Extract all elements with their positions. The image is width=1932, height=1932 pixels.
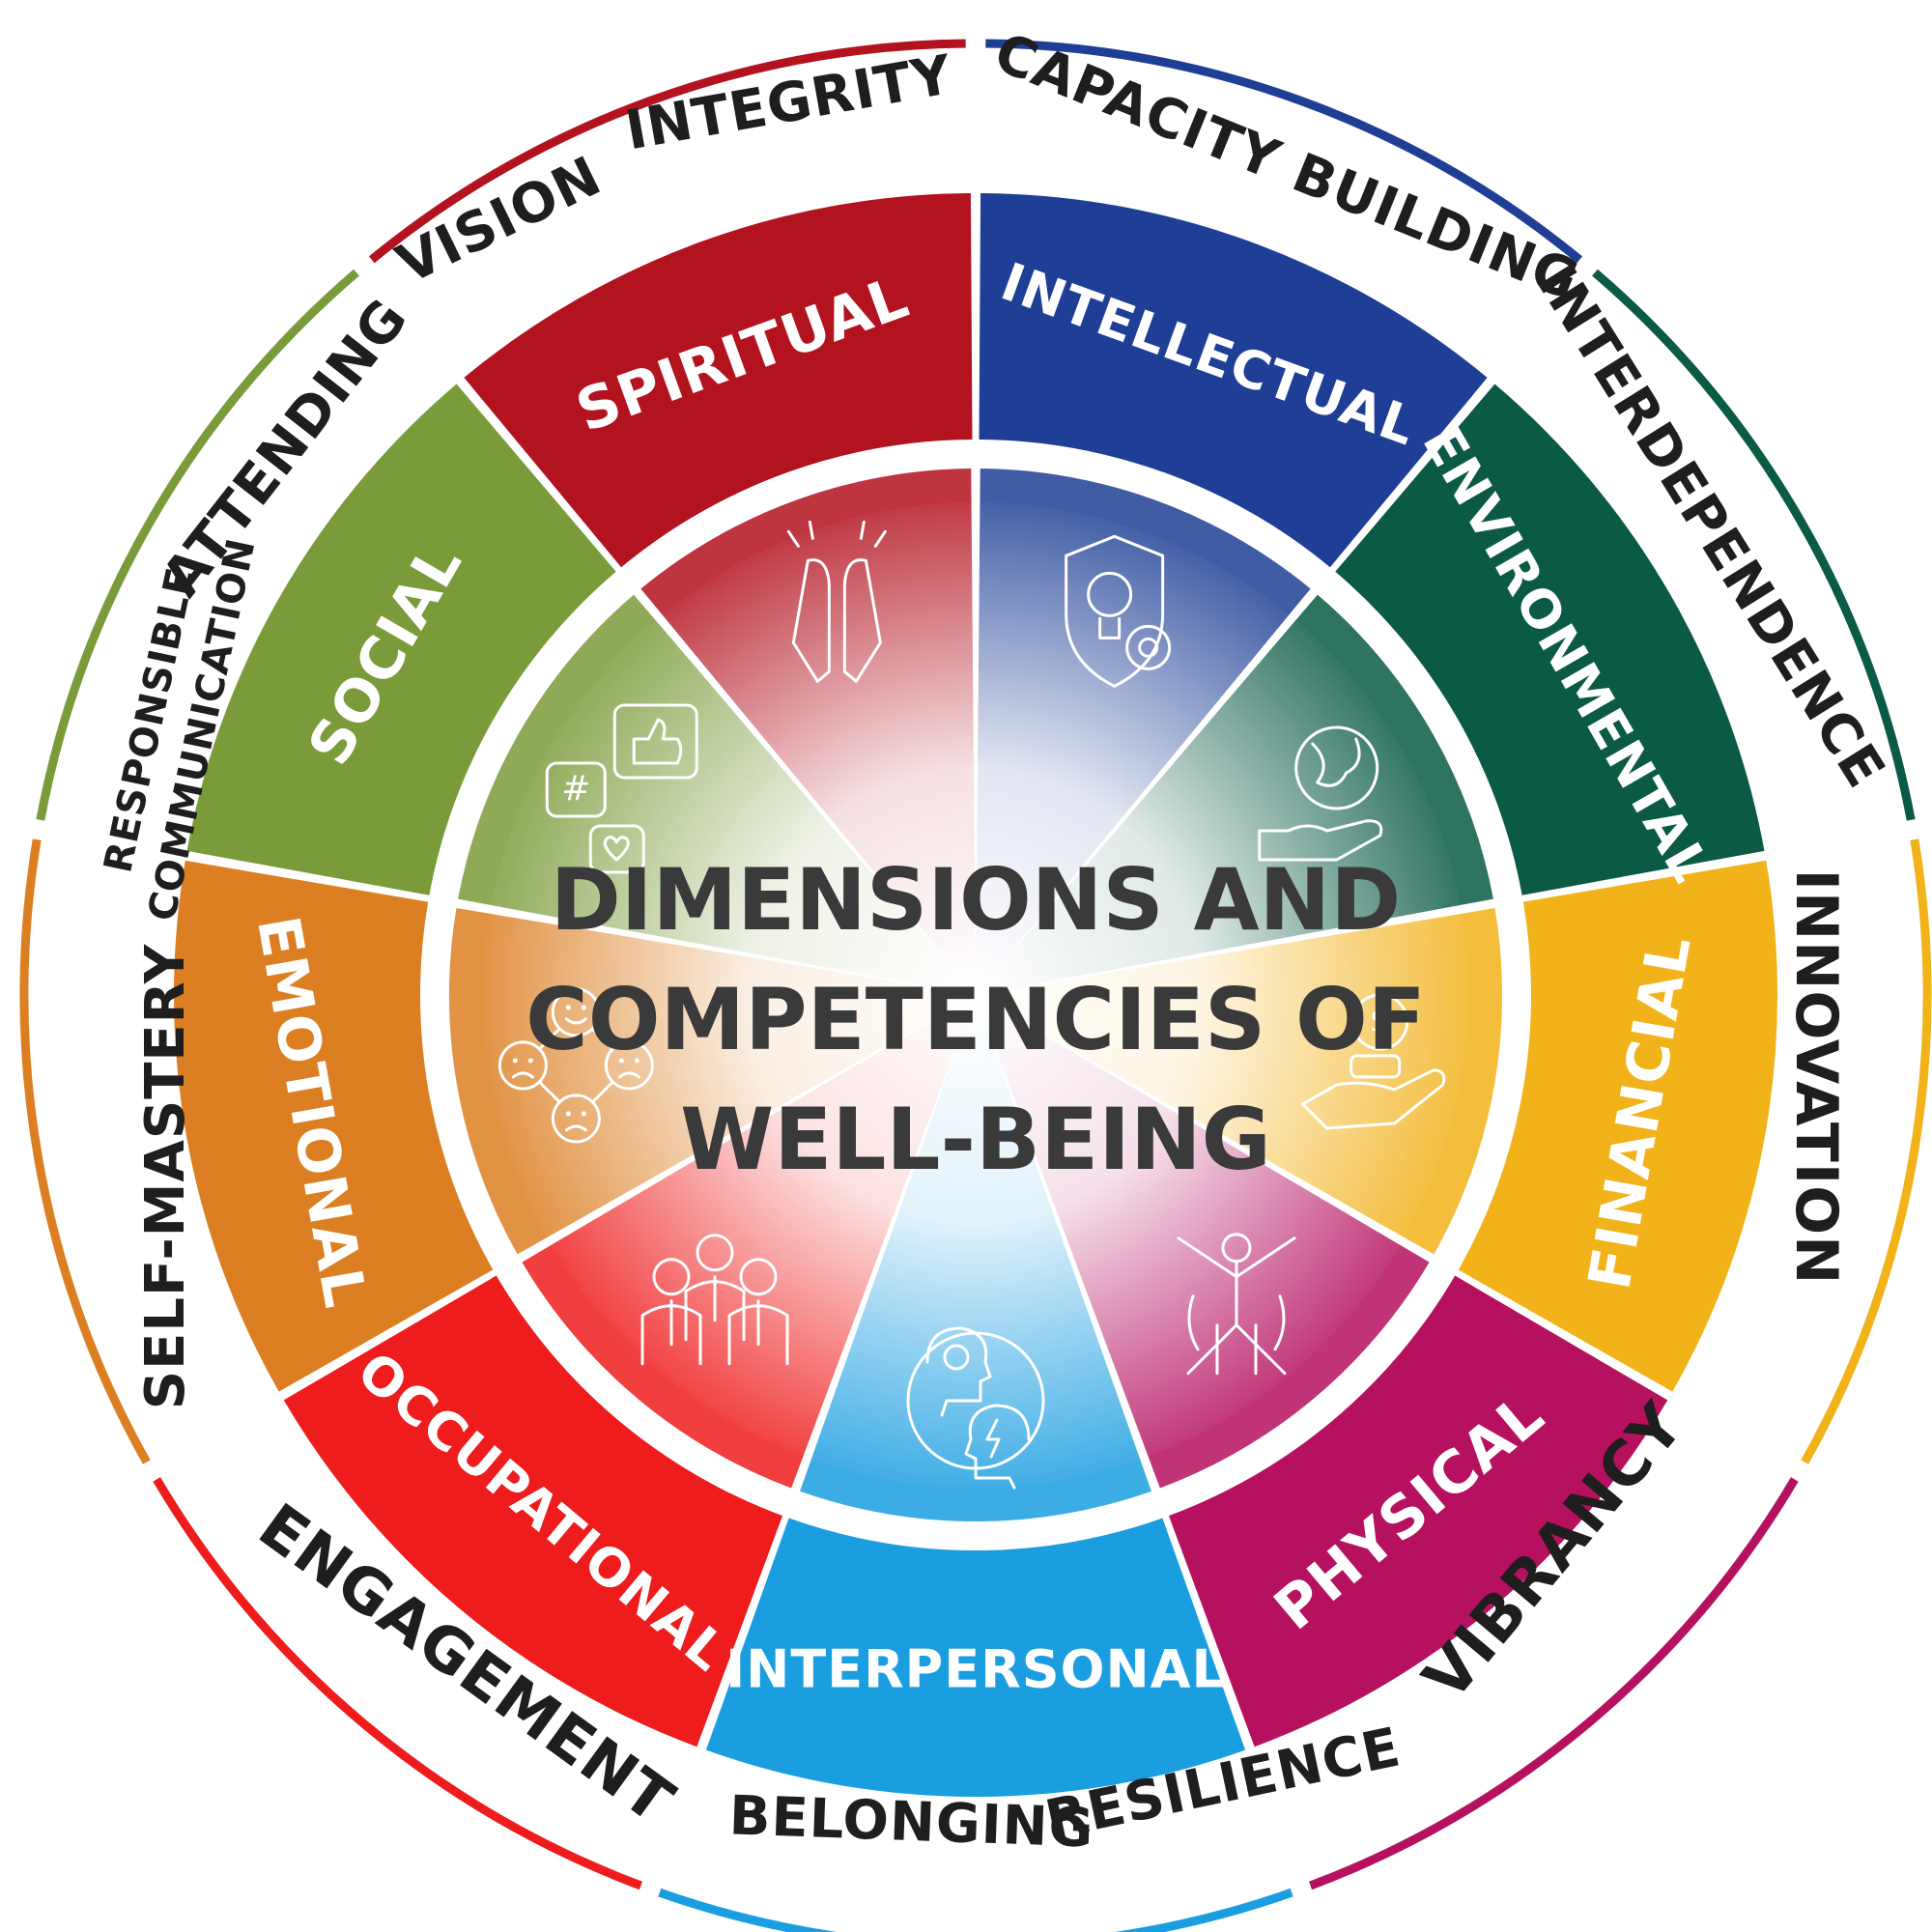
dollar-sign-glyph: $ — [1370, 1002, 1391, 1040]
eye-dot — [634, 1058, 639, 1064]
hashtag-glyph: # — [561, 769, 590, 809]
segment-emotional — [174, 860, 494, 1392]
praying-hands-icon — [786, 520, 887, 683]
outer-arc-occupational — [153, 1477, 643, 1890]
team-people-icon — [640, 1234, 789, 1366]
outer-ring-arcs — [19, 39, 1932, 1932]
segment-spiritual — [464, 193, 973, 568]
segment-environmental — [1335, 384, 1765, 895]
outer-arc-interpersonal — [658, 1888, 1293, 1932]
outer-arc-intellectual — [985, 39, 1583, 264]
eye-dot — [527, 1058, 533, 1064]
eye-dot — [618, 1058, 624, 1064]
segment-occupational — [283, 1275, 783, 1747]
competency-self-mastery: SELF-MASTERY — [134, 943, 197, 1409]
segment-physical — [1168, 1275, 1668, 1747]
emoji-faces-icon — [497, 987, 654, 1144]
inner-divider-ring — [428, 447, 1523, 1543]
social-bubbles-icon: # — [545, 703, 698, 874]
competency-belonging: BELONGING — [728, 1784, 1095, 1860]
outer-arc-physical — [1308, 1477, 1799, 1890]
title-line-1: DIMENSIONS AND — [551, 850, 1402, 950]
segment-financial — [1458, 860, 1777, 1392]
outer-arc-financial — [1801, 838, 1932, 1464]
eye-dot — [565, 1111, 571, 1117]
segment-intellectual — [979, 193, 1488, 568]
segment-interpersonal — [705, 1518, 1246, 1797]
eye-dot — [581, 1005, 586, 1010]
title-line-3: WELL-BEING — [680, 1090, 1271, 1189]
center-title: DIMENSIONS AND COMPETENCIES OF WELL-BEIN… — [526, 850, 1426, 1189]
competency-innovation: INNOVATION — [1782, 869, 1850, 1286]
title-line-2: COMPETENCIES OF — [526, 970, 1426, 1069]
dimension-segments — [174, 193, 1777, 1797]
segment-social — [186, 384, 616, 895]
outer-arc-emotional — [19, 838, 151, 1464]
eye-dot — [565, 1005, 571, 1010]
vitruvian-figure-icon — [1177, 1233, 1296, 1376]
dimension-icons: $# — [497, 520, 1446, 1490]
eye-dot — [512, 1058, 518, 1064]
segment-label-interpersonal: INTERPERSONAL — [725, 1639, 1226, 1700]
outer-arc-spiritual — [368, 39, 966, 264]
outer-arc-environmental — [1592, 269, 1916, 821]
coin-in-hand-icon: $ — [1301, 993, 1446, 1130]
eye-dot — [581, 1111, 586, 1117]
two-heads-icon — [906, 1326, 1045, 1490]
globe-in-hand-icon — [1258, 725, 1383, 862]
outer-arc-social — [36, 269, 359, 821]
lightbulb-gear-icon — [1065, 534, 1172, 688]
